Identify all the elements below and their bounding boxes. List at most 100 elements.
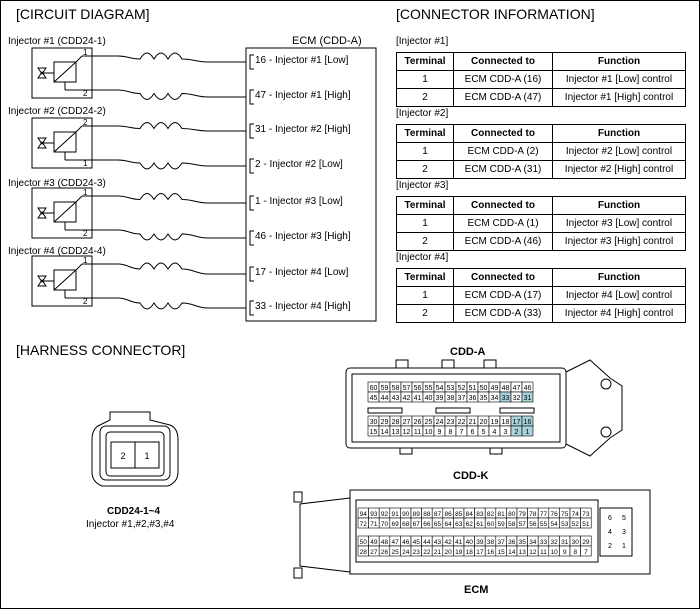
cdd-a-pin-number: 33 [502,395,510,402]
cdd-k-pin-number: 39 [476,539,484,546]
cdd-k-pin-number: 93 [370,511,378,518]
pin-bottom-2: 1 [83,159,88,168]
cdd-a-pin-number: 6 [471,429,475,436]
cdd-a-pin: 26 [411,415,424,427]
cdd-a-pin-number: 52 [458,385,466,392]
cdd-a-pin-number: 2 [515,429,519,436]
cdd-a-pin-number: 24 [436,419,444,426]
injector-table-title: [Injector #2] [396,108,449,119]
harness-connector-title: [HARNESS CONNECTOR] [16,342,186,358]
cdd-a-pin: 21 [466,415,479,427]
cdd-a-pin-number: 32 [513,395,521,402]
ecm-pin-label: 47 - Injector #1 [High] [255,90,351,101]
cdd-a-pin: 30 [367,415,380,427]
cdd-a-pin-number: 22 [458,419,466,426]
cdd-k-pin-number: 56 [529,521,537,528]
table-cell: Injector #4 [High] control [552,304,686,323]
injector-1: 12 [31,47,93,99]
cdd-k-pin: 89 [410,507,422,519]
cdd-a-pin-number: 41 [414,395,422,402]
cdd-k-pin-number: 17 [476,549,484,556]
cdd-a-pin-number: 43 [392,395,400,402]
cdd-k-pin-number: 54 [550,521,558,528]
cdd-k-pin: 72 [357,517,369,529]
cdd-k-pin-number: 74 [572,511,580,518]
cdd-a-pin-number: 38 [447,395,455,402]
cdd-k-pin: 66 [421,517,433,529]
cdd-k-pin: 19 [453,545,465,557]
cdd-k-pin: 58 [506,517,518,529]
cdd-k-pin: 48 [378,535,391,547]
cdd-a-pin-number: 48 [502,385,510,392]
cdd-k-pin: 59 [495,517,507,529]
cdd-a-pin: 19 [488,415,501,427]
cdd-a-pin: 5 [477,425,490,437]
injector-label-1: Injector #1 (CDD24-1) [8,36,106,47]
ecm-label: ECM [464,584,489,596]
cdd-k-pin-number: 18 [466,549,474,556]
cdd-k-pin-number: 55 [540,521,548,528]
ecm-pin-label: 1 - Injector #3 [Low] [255,196,343,207]
cdd-a-pin: 50 [477,381,490,393]
cdd-k-pin: 73 [580,507,592,519]
cdd-a-pin-number: 35 [480,395,488,402]
cdd-k-pin-number: 24 [402,549,410,556]
cdd-k-pin-number: 27 [370,549,378,556]
cdd-k-pin: 16 [484,545,497,557]
cdd-a-pin: 27 [400,415,413,427]
cdd-k-pin-number: 80 [508,511,516,518]
cdd-k-pin: 21 [431,545,444,557]
table-cell: Injector #1 [High] control [552,88,686,107]
cdd-k-pin: 41 [453,535,465,547]
cdd-k-pin-number: 29 [582,539,590,546]
cdd-k-pin-number: 23 [413,549,421,556]
small-pin-2: 2 [120,451,125,461]
cdd-a-pin: 18 [499,415,512,427]
ecm-pin-label: 31 - Injector #2 [High] [255,124,351,135]
cdd-a-pin-number: 45 [370,395,378,402]
cdd-a-pin-number: 25 [425,419,433,426]
cdd-k-pin-number: 15 [497,549,505,556]
cdd-a-pin: 51 [466,381,479,393]
cdd-k-pin: 50 [357,535,369,547]
cdd-k-pin: 67 [410,517,422,529]
cdd-a-pin: 59 [378,381,391,393]
cdd-a-pin: 1 [521,425,534,437]
cdd-a-pin-number: 17 [513,419,521,426]
cdd-k-pin: 81 [495,507,507,519]
cdd-k-pin-number: 49 [370,539,378,546]
pin-bottom-3: 2 [83,229,88,238]
cdd-a-pin-number: 46 [524,385,532,392]
ecm-pin-label: 2 - Injector #2 [Low] [255,159,343,170]
cdd-k-pin: 22 [421,545,433,557]
cdd-k-pin: 71 [368,517,380,529]
cdd-k-pin: 7 [580,545,592,557]
cdd-a-pin: 57 [400,381,413,393]
cdd-k-pin-number: 16 [487,549,495,556]
cdd-k-pin-number: 28 [360,549,368,556]
cdd-k-pin-number: 62 [466,521,474,528]
cdd-k-pin: 29 [580,535,592,547]
cdd-k-pin: 86 [442,507,454,519]
cdd-a-pin-number: 36 [469,395,477,402]
cdd-a-pin-number: 23 [447,419,455,426]
cdd-a-label: CDD-A [450,346,486,358]
small-connector-name: CDD24-1~4 [107,506,161,517]
twisted-pair-3 [92,193,246,241]
cdd-a-pin: 40 [422,391,435,403]
cdd-k-pin-number: 20 [444,549,452,556]
ecm-pin-label: 17 - Injector #4 [Low] [255,267,349,278]
cdd-a-pin: 4 [488,425,501,437]
cdd-a-pin: 15 [367,425,380,437]
cdd-a-pin-number: 51 [469,385,477,392]
cdd-a-pin: 22 [455,415,468,427]
cdd-a-pin-number: 21 [469,419,477,426]
cdd-k-pin: 65 [431,517,444,529]
cdd-k-pin: 40 [463,535,475,547]
cdd-k-pin-number: 85 [455,511,463,518]
